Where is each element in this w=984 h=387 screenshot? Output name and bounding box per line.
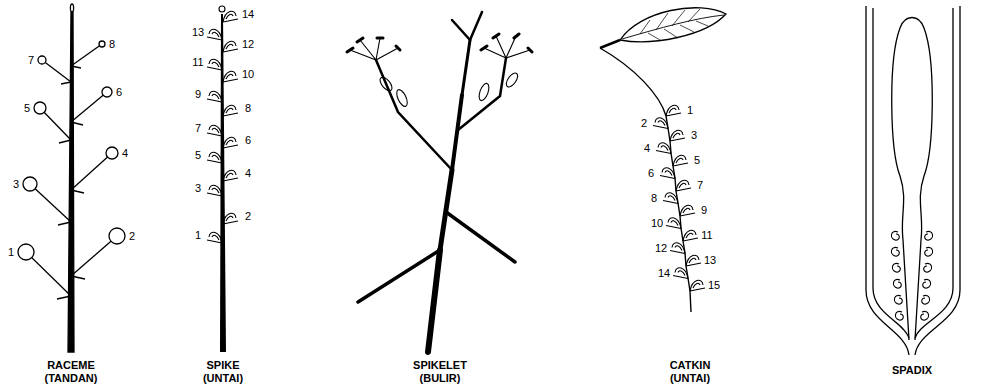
callout-number: 9 <box>701 204 707 216</box>
callout-number: 12 <box>655 242 667 254</box>
callout-number: 4 <box>122 147 128 159</box>
spadix-drawing <box>866 6 960 355</box>
callout-number: 4 <box>644 142 650 154</box>
inflorescence-name: SPIKE (UNTAI) <box>203 359 243 385</box>
callout-number: 7 <box>195 122 201 134</box>
callout-number: 13 <box>704 254 716 266</box>
callout-number: 6 <box>245 134 251 146</box>
callout-number: 8 <box>109 38 115 50</box>
callout-number: 13 <box>192 26 204 38</box>
callout-number: 7 <box>28 54 34 66</box>
callout-number: 2 <box>129 230 135 242</box>
callout-number: 14 <box>242 8 254 20</box>
callout-number: 10 <box>242 68 254 80</box>
callout-number: 1 <box>8 246 14 258</box>
callout-number: 6 <box>648 167 654 179</box>
spikelet-drawing <box>347 12 532 352</box>
callout-number: 12 <box>242 38 254 50</box>
callout-number: 5 <box>694 154 700 166</box>
inflorescence-name: CATKIN (UNTAI) <box>670 359 711 385</box>
callout-number: 3 <box>195 182 201 194</box>
callout-number: 1 <box>195 229 201 241</box>
callout-number: 2 <box>245 210 251 222</box>
spike-drawing <box>207 6 238 352</box>
inflorescence-name: SPIKELET (BULIR) <box>413 359 467 385</box>
callout-number: 9 <box>195 88 201 100</box>
callout-number: 6 <box>116 86 122 98</box>
callout-number: 5 <box>195 149 201 161</box>
callout-number: 11 <box>192 56 203 68</box>
callout-number: 4 <box>245 167 251 179</box>
raceme-drawing <box>18 4 125 352</box>
callout-number: 11 <box>701 229 712 241</box>
callout-number: 3 <box>13 178 19 190</box>
callout-number: 2 <box>641 117 647 129</box>
callout-number: 7 <box>697 179 703 191</box>
callout-number: 14 <box>658 267 670 279</box>
callout-number: 15 <box>708 279 720 291</box>
catkin-drawing <box>600 8 726 312</box>
inflorescence-name: RACEME (TANDAN) <box>45 359 98 385</box>
callout-number: 5 <box>24 102 30 114</box>
callout-number: 8 <box>651 192 657 204</box>
callout-number: 3 <box>691 129 697 141</box>
callout-number: 10 <box>651 217 663 229</box>
callout-number: 8 <box>245 102 251 114</box>
inflorescence-name: SPADIX <box>892 364 932 377</box>
callout-number: 1 <box>687 104 693 116</box>
